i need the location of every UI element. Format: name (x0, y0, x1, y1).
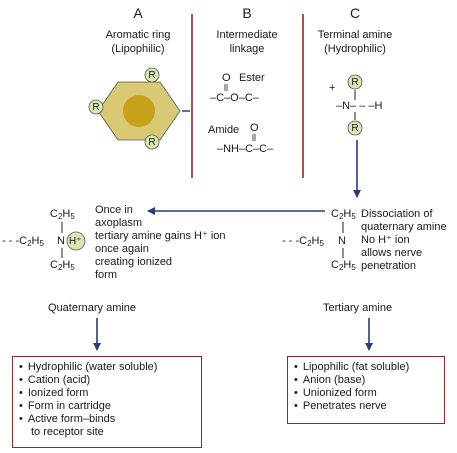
amide-label: Amide (208, 124, 240, 136)
amine-plus: + (329, 82, 336, 94)
quaternary-note: Once in axoplasm tertiary amine gains H⁺… (95, 204, 226, 282)
tertiary-property-item: Lipophilic (fat soluble) (294, 361, 438, 374)
r-circle-left (88, 99, 104, 115)
tertiary-note-line: No H⁺ ion (361, 234, 410, 246)
tert-ethyl-left: - - -C2H5 (282, 235, 324, 248)
r-label-amine-top: R (351, 77, 359, 88)
r-label-amine-bottom: R (351, 123, 359, 134)
quaternary-note-line: form (95, 269, 117, 281)
quaternary-property-item: Form in cartridge (19, 400, 195, 413)
quaternary-note-line: tertiary amine gains H⁺ ion (95, 230, 226, 242)
tertiary-note-line: penetration (361, 260, 417, 272)
r-circle-amine-bottom (347, 120, 363, 136)
column-a-letter: A (133, 5, 143, 21)
r-label-top: R (148, 70, 156, 81)
column-c-title-line2: (Hydrophilic) (324, 43, 386, 55)
column-a-title-line1: Aromatic ring (105, 29, 171, 41)
quaternary-note-line: Once in (95, 204, 133, 216)
ester-oxygen: O (222, 72, 231, 84)
quat-h-ion: H⁺ (69, 236, 82, 247)
tertiary-caption: Tertiary amine (323, 302, 393, 314)
tertiary-note-line: quaternary amine (361, 221, 447, 233)
quaternary-note-line: axoplasm (95, 217, 143, 229)
quaternary-note-line: creating ionized (95, 256, 173, 268)
amide-formula: –NH–C–C– (217, 143, 274, 155)
column-c-letter: C (349, 5, 361, 21)
aromatic-ring-core (123, 95, 155, 127)
tertiary-property-item: Unionized form (294, 387, 438, 400)
quaternary-caption: Quaternary amine (48, 302, 137, 314)
r-circle-top (144, 67, 160, 83)
amine-n-formula: –N– – –H (336, 100, 383, 112)
ester-label: Ester (239, 72, 265, 84)
quat-ethyl-top: C2H5 (50, 208, 75, 221)
tertiary-properties-box: Lipophilic (fat soluble) Anion (base) Un… (287, 356, 445, 424)
tertiary-property-item: Anion (base) (294, 374, 438, 387)
quaternary-property-item: Active form–binds (19, 413, 195, 426)
column-b-title-line1: Intermediate (216, 29, 278, 41)
tertiary-note: Dissociation of quaternary amine No H⁺ i… (361, 208, 447, 273)
column-c-title-line1: Terminal amine (317, 29, 393, 41)
quaternary-note-line: once again (95, 243, 149, 255)
tert-nitrogen: N (338, 235, 346, 247)
r-circle-bottom (144, 134, 160, 150)
quat-ethyl-bottom: C2H5 (50, 259, 75, 272)
tertiary-note-line: allows nerve (361, 247, 423, 259)
quat-ethyl-left: - - -C2H5 (2, 235, 44, 248)
r-label-bottom: R (148, 137, 156, 148)
tertiary-property-item: Penetrates nerve (294, 400, 438, 413)
quaternary-property-item: to receptor site (31, 426, 104, 438)
quaternary-properties-box: Hydrophilic (water soluble) Cation (acid… (12, 356, 202, 448)
amide-oxygen: O (250, 122, 259, 134)
column-b-title-line2: linkage (229, 43, 265, 55)
column-b-letter: B (242, 5, 252, 21)
r-circle-amine-top (347, 74, 363, 90)
h-ion-circle (66, 231, 86, 251)
quaternary-property-item: Cation (acid) (19, 374, 195, 387)
quaternary-property-item: Hydrophilic (water soluble) (19, 361, 195, 374)
tert-ethyl-top: C2H5 (331, 208, 356, 221)
column-a-title-line2: (Lipophilic) (111, 43, 165, 55)
quaternary-property-item: Ionized form (19, 387, 195, 400)
tert-ethyl-bottom: C2H5 (331, 259, 356, 272)
r-label-left: R (92, 102, 100, 113)
ester-formula: –C–O–C– (210, 92, 259, 104)
quat-nitrogen: N (57, 235, 65, 247)
tertiary-note-line: Dissociation of (361, 208, 433, 220)
